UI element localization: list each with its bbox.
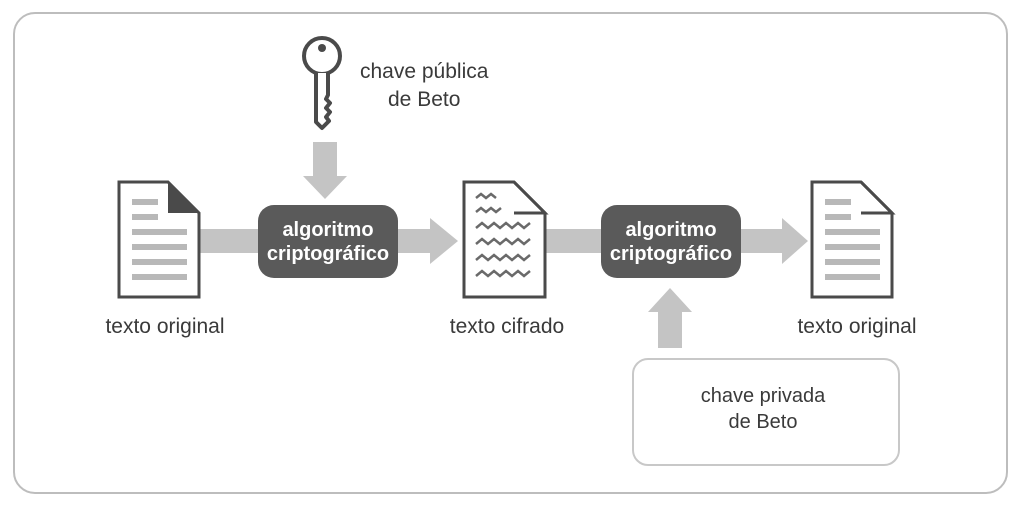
arrow-public-key-down	[303, 142, 347, 199]
arrow-doc-to-encrypt	[200, 229, 260, 253]
decrypt-box-line1: algoritmo	[625, 218, 717, 241]
public-key-label: chave pública de Beto	[360, 58, 488, 114]
key-icon	[302, 36, 342, 130]
private-key-panel	[632, 358, 900, 466]
encrypt-box-line2: criptográfico	[266, 242, 390, 265]
document-icon	[810, 180, 896, 299]
flow-arrows	[200, 142, 808, 348]
public-key-label-line1: chave pública	[360, 60, 489, 83]
public-key-label-line2: de Beto	[388, 88, 461, 111]
ciphertext-label: texto cifrado	[449, 315, 565, 338]
encrypt-algorithm-box: algoritmo criptográfico	[258, 205, 398, 278]
arrow-encrypt-to-cipher	[398, 218, 458, 264]
private-key-label-line1: chave privada	[700, 385, 826, 407]
private-key-label: chave privada de Beto	[688, 383, 838, 435]
private-key-label-line2: de Beto	[728, 411, 798, 433]
ciphered-document-icon	[462, 180, 549, 299]
arrow-decrypt-to-doc	[740, 218, 808, 264]
arrow-private-key-up	[648, 288, 692, 348]
plaintext-output-label: texto original	[797, 315, 917, 338]
document-icon	[117, 180, 201, 299]
decrypt-box-line2: criptográfico	[609, 242, 733, 265]
decrypt-algorithm-box: algoritmo criptográfico	[601, 205, 741, 278]
arrow-cipher-to-decrypt	[545, 229, 603, 253]
plaintext-input-label: texto original	[105, 315, 225, 338]
encrypt-box-line1: algoritmo	[282, 218, 374, 241]
